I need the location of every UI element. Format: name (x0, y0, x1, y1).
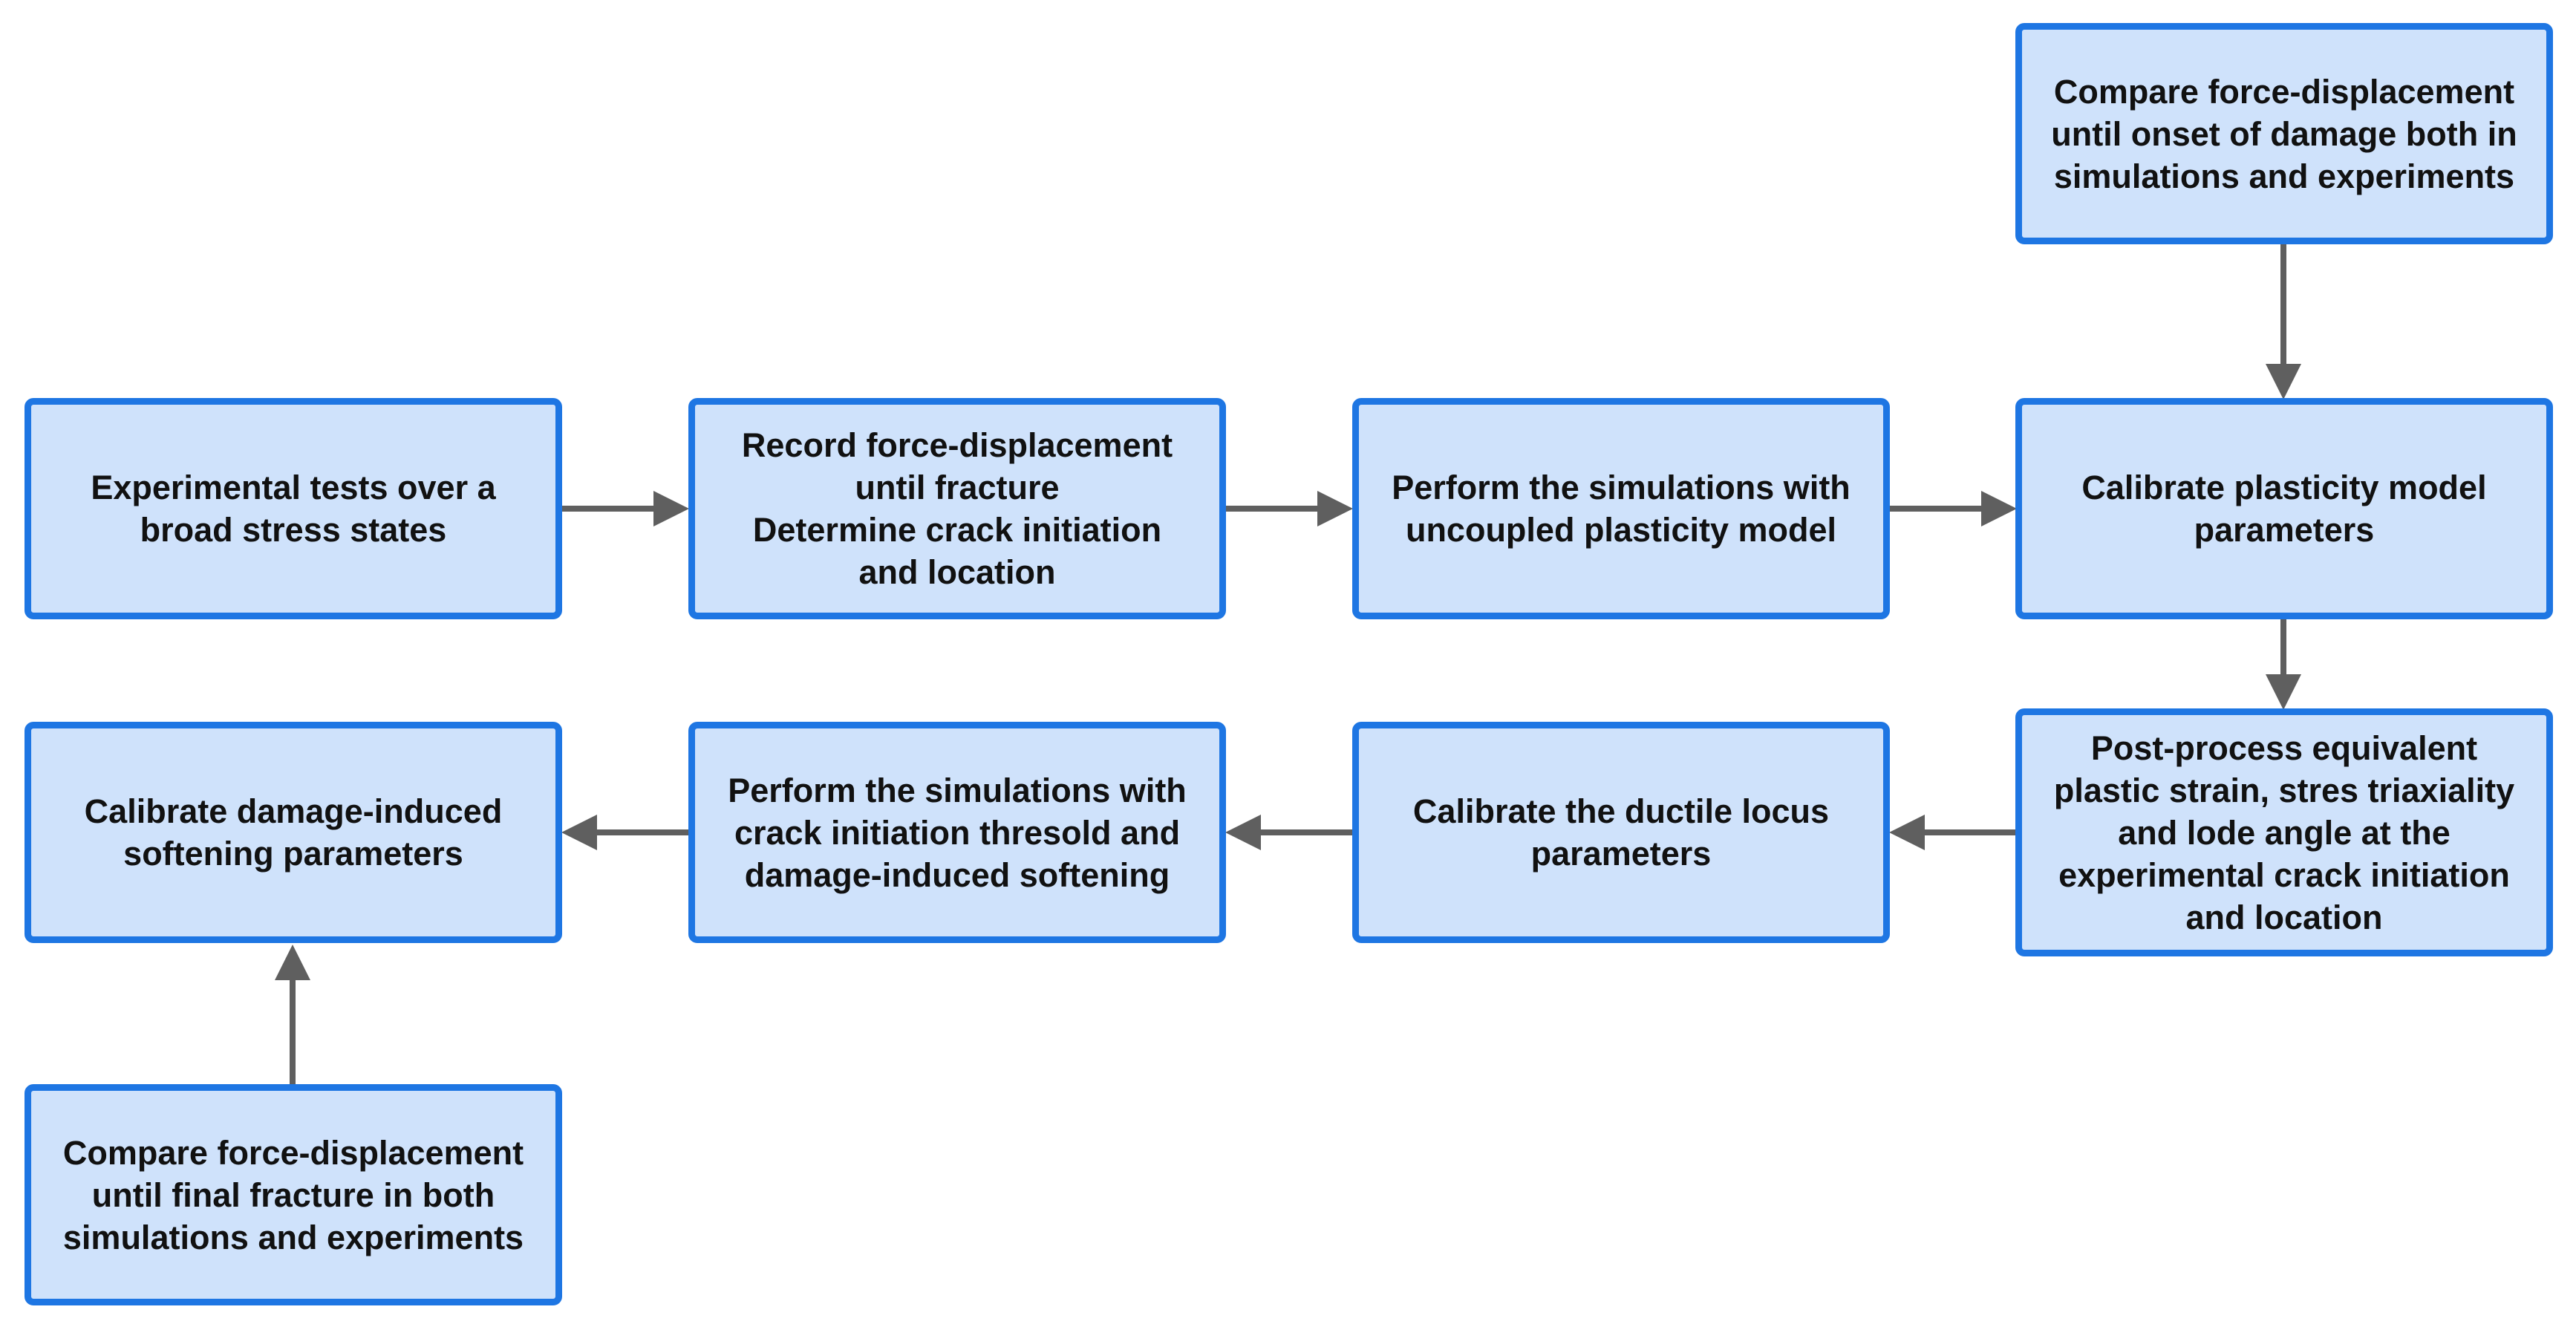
node-perform-crack-simulations-label: Perform the simulations with crack initi… (728, 771, 1187, 894)
node-compare-onset-of-damage: Compare force-displacement until onset o… (2015, 23, 2553, 244)
node-post-process: Post-process equivalent plastic strain, … (2015, 708, 2553, 956)
node-experimental-tests: Experimental tests over a broad stress s… (25, 398, 562, 619)
node-perform-uncoupled-simulations: Perform the simulations with uncoupled p… (1352, 398, 1890, 619)
node-calibrate-damage-softening: Calibrate damage-induced softening param… (25, 722, 562, 943)
node-calibrate-plasticity-label: Calibrate plasticity model parameters (2081, 469, 2487, 549)
node-calibrate-ductile-locus: Calibrate the ductile locus parameters (1352, 722, 1890, 943)
node-perform-uncoupled-simulations-label: Perform the simulations with uncoupled p… (1392, 469, 1851, 549)
node-calibrate-plasticity: Calibrate plasticity model parameters (2015, 398, 2553, 619)
node-calibrate-ductile-locus-label: Calibrate the ductile locus parameters (1412, 792, 1830, 873)
node-perform-crack-simulations: Perform the simulations with crack initi… (688, 722, 1226, 943)
node-post-process-label: Post-process equivalent plastic strain, … (2053, 728, 2515, 936)
node-record-force-displacement-label: Record force-displacement until fracture… (741, 426, 1173, 591)
node-record-force-displacement: Record force-displacement until fracture… (688, 398, 1226, 619)
node-calibrate-damage-softening-label: Calibrate damage-induced softening param… (84, 792, 503, 873)
node-compare-onset-of-damage-label: Compare force-displacement until onset o… (2051, 72, 2517, 195)
node-experimental-tests-label: Experimental tests over a broad stress s… (91, 469, 496, 549)
node-compare-final-fracture: Compare force-displacement until final f… (25, 1084, 562, 1305)
node-compare-final-fracture-label: Compare force-displacement until final f… (62, 1133, 524, 1256)
